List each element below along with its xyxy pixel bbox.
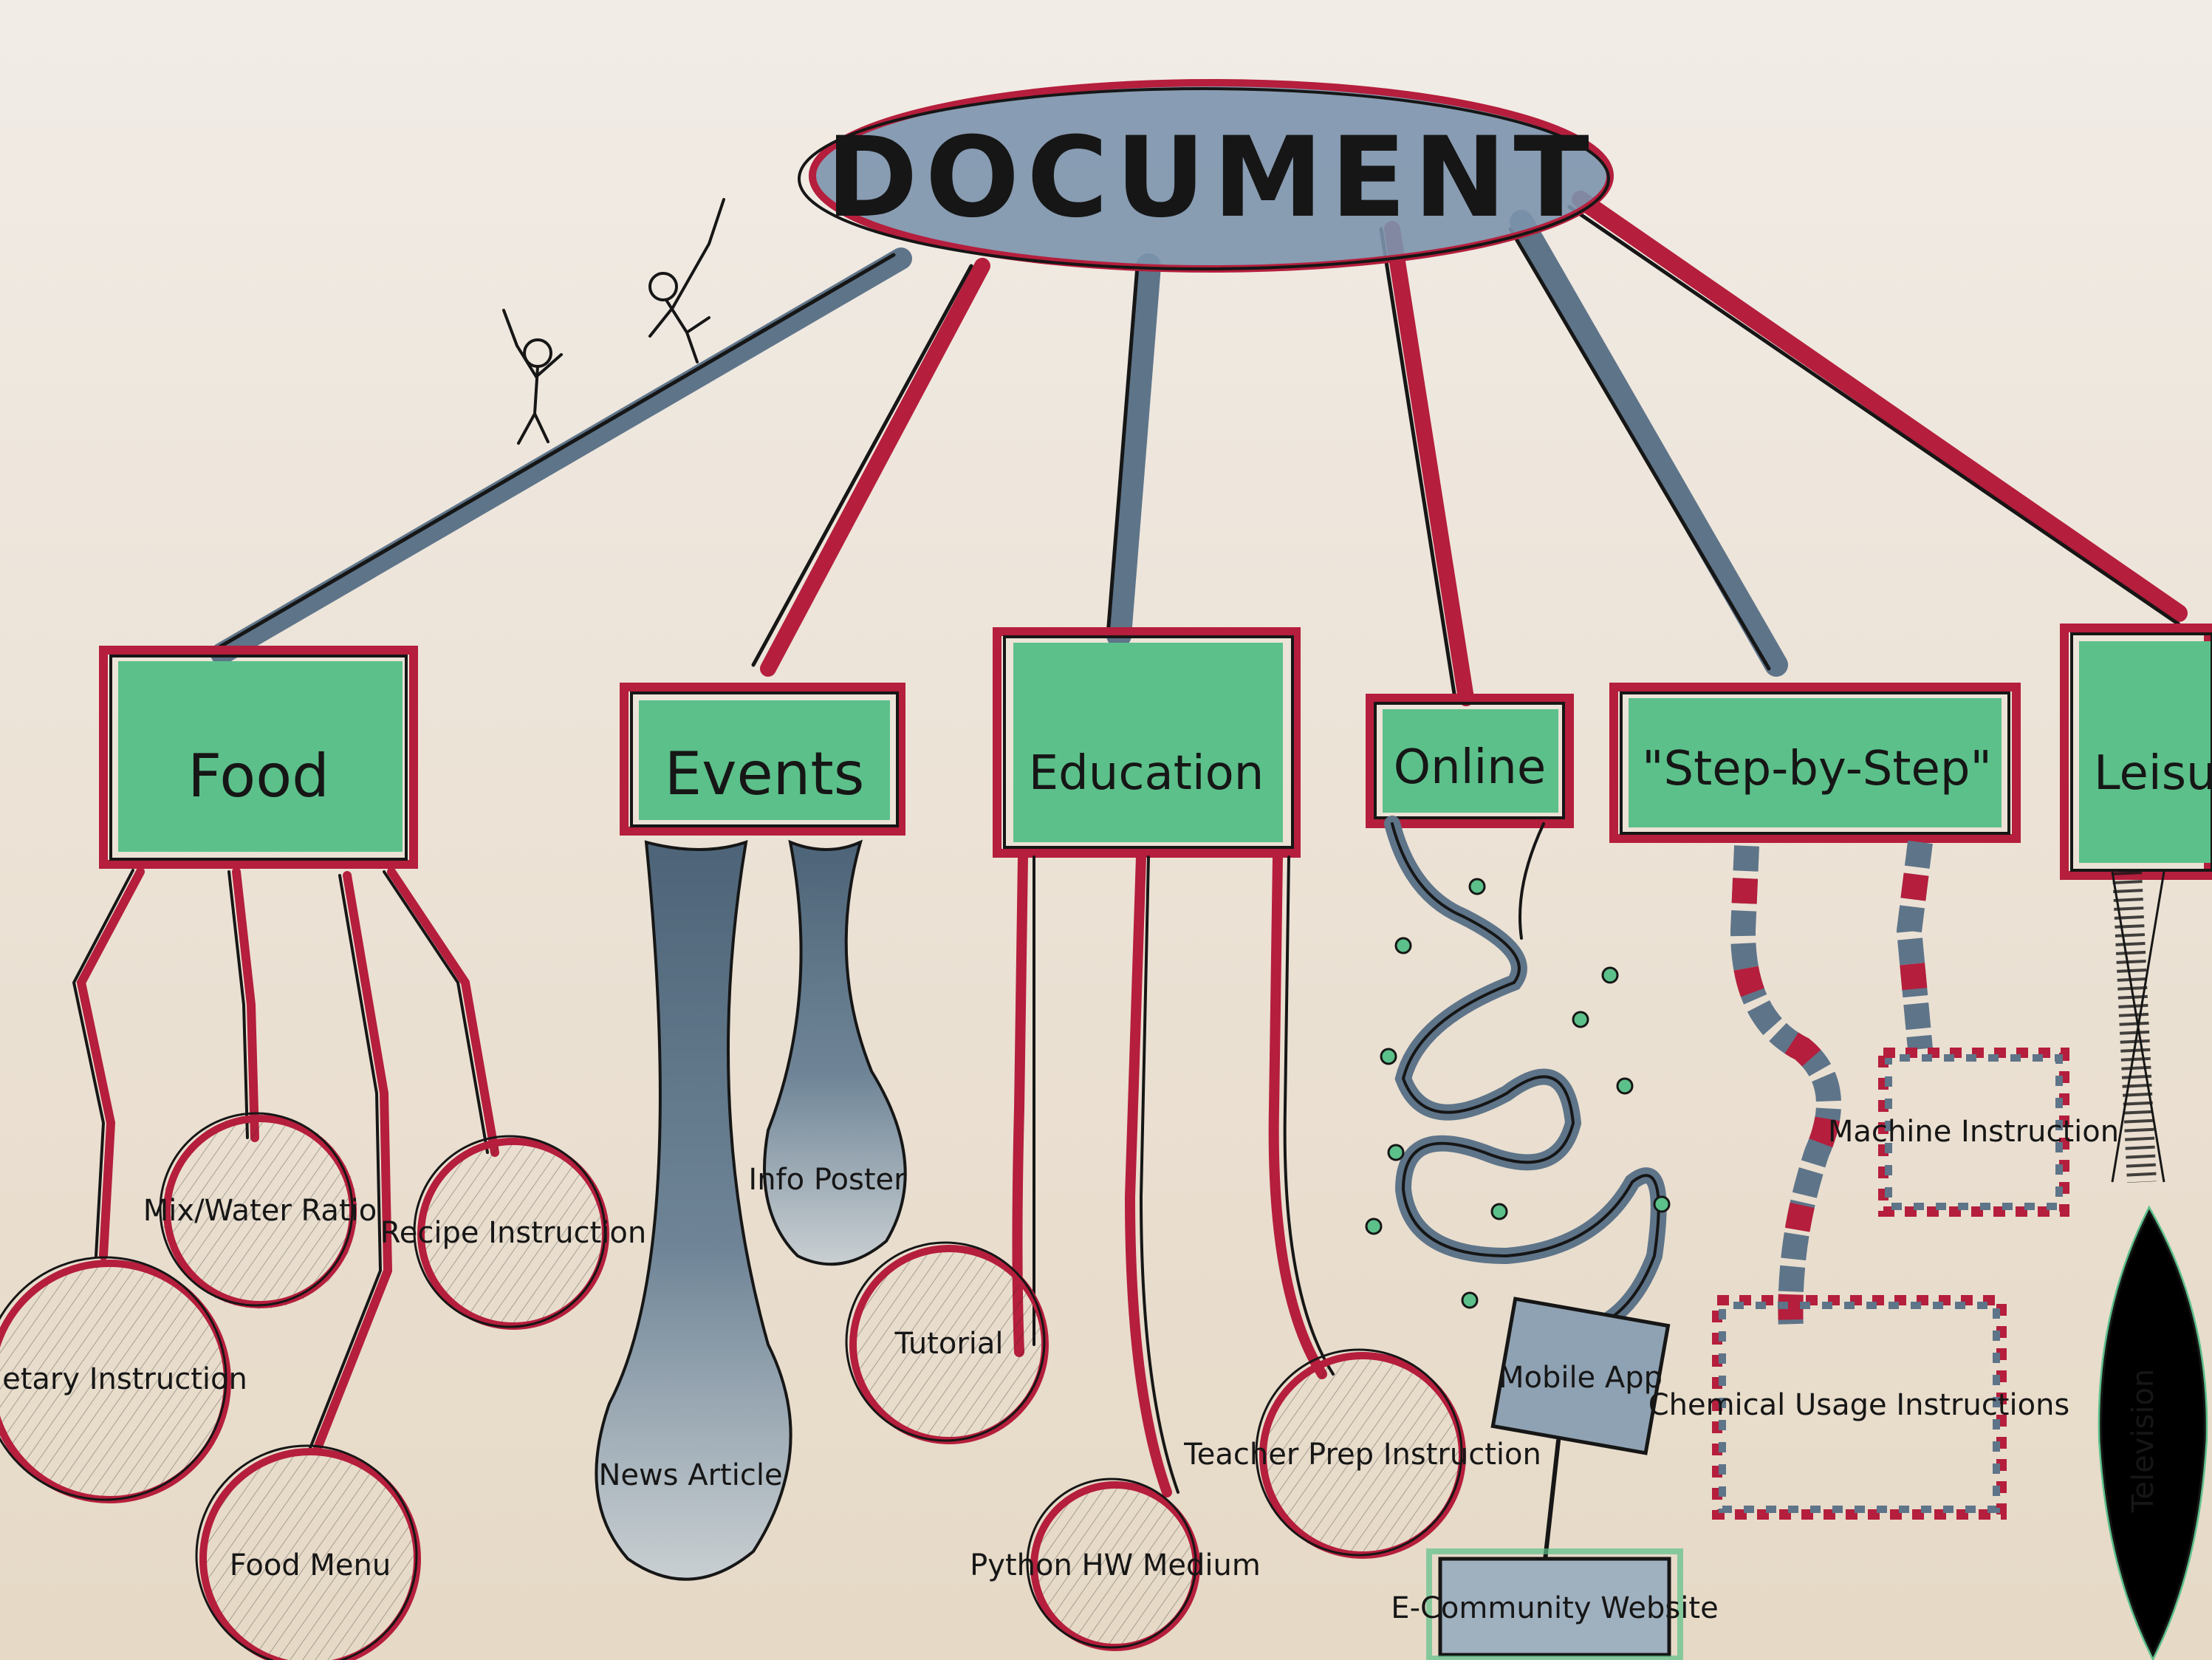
category-events: Events xyxy=(620,683,905,836)
leaf-python-hw: Python HW Medium xyxy=(970,1478,1261,1651)
root-node: DOCUMENT xyxy=(798,79,1614,273)
category-online: Online xyxy=(1366,694,1574,828)
leaf-label: Television xyxy=(2126,1369,2160,1514)
food-branches xyxy=(72,867,499,1452)
leaf-teacher-prep: Teacher Prep Instruction xyxy=(1183,1348,1541,1559)
root-connectors xyxy=(210,191,2188,706)
category-label: Events xyxy=(665,740,865,808)
leaf-label: Info Poster xyxy=(748,1163,906,1197)
leaf-label: Python HW Medium xyxy=(970,1548,1261,1582)
leaf-label: News Article xyxy=(598,1458,782,1492)
category-education: Education xyxy=(993,627,1301,858)
leaf-mobile-app: Mobile App xyxy=(1490,1297,1671,1455)
leaf-recipe: Recipe Instruction xyxy=(380,1135,647,1330)
leaf-machine-instruction: Machine Instruction xyxy=(1828,1048,2119,1217)
category-step: "Step-by-Step" xyxy=(1609,683,2021,843)
category-label: "Step-by-Step" xyxy=(1642,742,1992,796)
leaf-label: Mobile App xyxy=(1499,1361,1663,1395)
leisure-braid xyxy=(2111,871,2165,1183)
connector-leisure xyxy=(1567,191,2188,626)
category-food: Food xyxy=(99,646,418,869)
leaf-mix-water: Mix/Water Ratio xyxy=(143,1112,377,1309)
leaf-news-article: News Article xyxy=(595,840,792,1581)
leaf-dietary: Dietary Instruction xyxy=(0,1256,247,1503)
leaf-label: Teacher Prep Instruction xyxy=(1183,1438,1541,1472)
connector-online xyxy=(1379,221,1474,706)
category-label: Education xyxy=(1029,746,1264,801)
leaf-label: Machine Instruction xyxy=(1828,1115,2119,1149)
leaf-label: E-Community Website xyxy=(1391,1591,1718,1625)
leaf-label: Mix/Water Ratio xyxy=(143,1194,377,1228)
leaf-food-menu: Food Menu xyxy=(195,1444,421,1660)
leaf-television: Television xyxy=(2098,1205,2208,1660)
connector-education xyxy=(1106,253,1161,648)
connector-step xyxy=(1508,210,1788,677)
leaf-chemical-usage: Chemical Usage Instructions xyxy=(1648,1295,2070,1520)
connector-events xyxy=(751,258,990,677)
leaf-label: Recipe Instruction xyxy=(380,1216,647,1250)
category-label: Online xyxy=(1394,740,1546,795)
category-label: Leisu xyxy=(2094,746,2212,801)
category-leisure: Leisu xyxy=(2060,624,2212,880)
leaf-label: Dietary Instruction xyxy=(0,1362,247,1396)
connector-food xyxy=(210,247,912,665)
category-label: Food xyxy=(188,742,329,810)
leaf-label: Chemical Usage Instructions xyxy=(1648,1388,2070,1422)
leaf-info-poster: Info Poster xyxy=(748,839,907,1266)
root-label: DOCUMENT xyxy=(826,114,1597,242)
step-chains xyxy=(1730,840,1933,1331)
stick-figure-icon xyxy=(502,309,563,445)
online-vine xyxy=(1365,816,1671,1576)
leaf-tutorial: Tutorial xyxy=(845,1241,1049,1444)
leaf-label: Tutorial xyxy=(894,1327,1003,1361)
leaf-e-community: E-Community Website xyxy=(1391,1548,1719,1660)
leaf-label: Food Menu xyxy=(230,1548,391,1582)
stick-figure-icon xyxy=(648,198,725,363)
